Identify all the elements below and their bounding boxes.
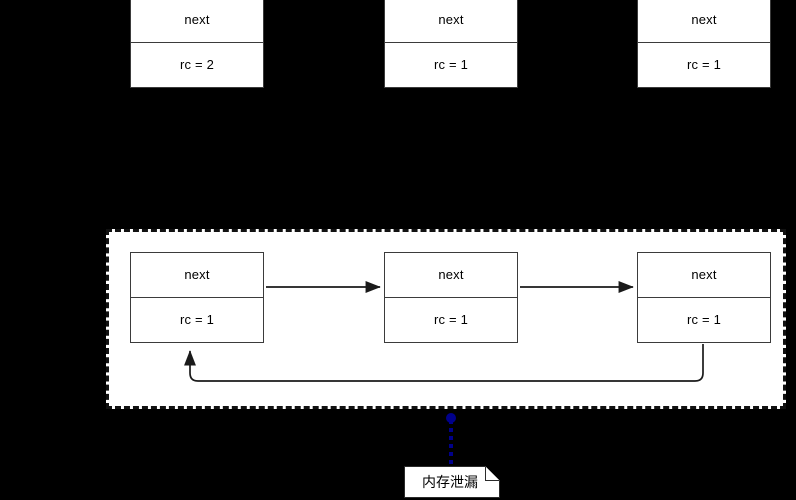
note-label: 内存泄漏: [422, 474, 478, 490]
node-top-3-next: next: [638, 0, 770, 43]
node-bottom-3-next: next: [638, 253, 770, 298]
node-bottom-2-rc: rc = 1: [433, 312, 469, 328]
annotation-anchor-dot: [446, 413, 456, 423]
node-top-1[interactable]: next rc = 2: [130, 0, 264, 88]
node-bottom-2-next: next: [385, 253, 517, 298]
node-bottom-1-next: next: [131, 253, 263, 298]
node-top-3-rc: rc = 1: [686, 57, 722, 73]
node-top-2-rc: rc = 1: [433, 57, 469, 73]
note-body: [404, 466, 500, 498]
node-top-2[interactable]: next rc = 1: [384, 0, 518, 88]
node-top-3[interactable]: next rc = 1: [637, 0, 771, 88]
node-top-1-next: next: [131, 0, 263, 43]
node-bottom-3-rc: rc = 1: [686, 312, 722, 328]
node-bottom-1[interactable]: next rc = 1: [130, 252, 264, 343]
node-bottom-1-rc: rc = 1: [179, 312, 215, 328]
node-bottom-2[interactable]: next rc = 1: [384, 252, 518, 343]
node-bottom-3[interactable]: next rc = 1: [637, 252, 771, 343]
node-top-2-next: next: [385, 0, 517, 43]
node-top-1-rc: rc = 2: [179, 57, 215, 73]
memory-leak-note[interactable]: 内存泄漏: [404, 466, 500, 498]
